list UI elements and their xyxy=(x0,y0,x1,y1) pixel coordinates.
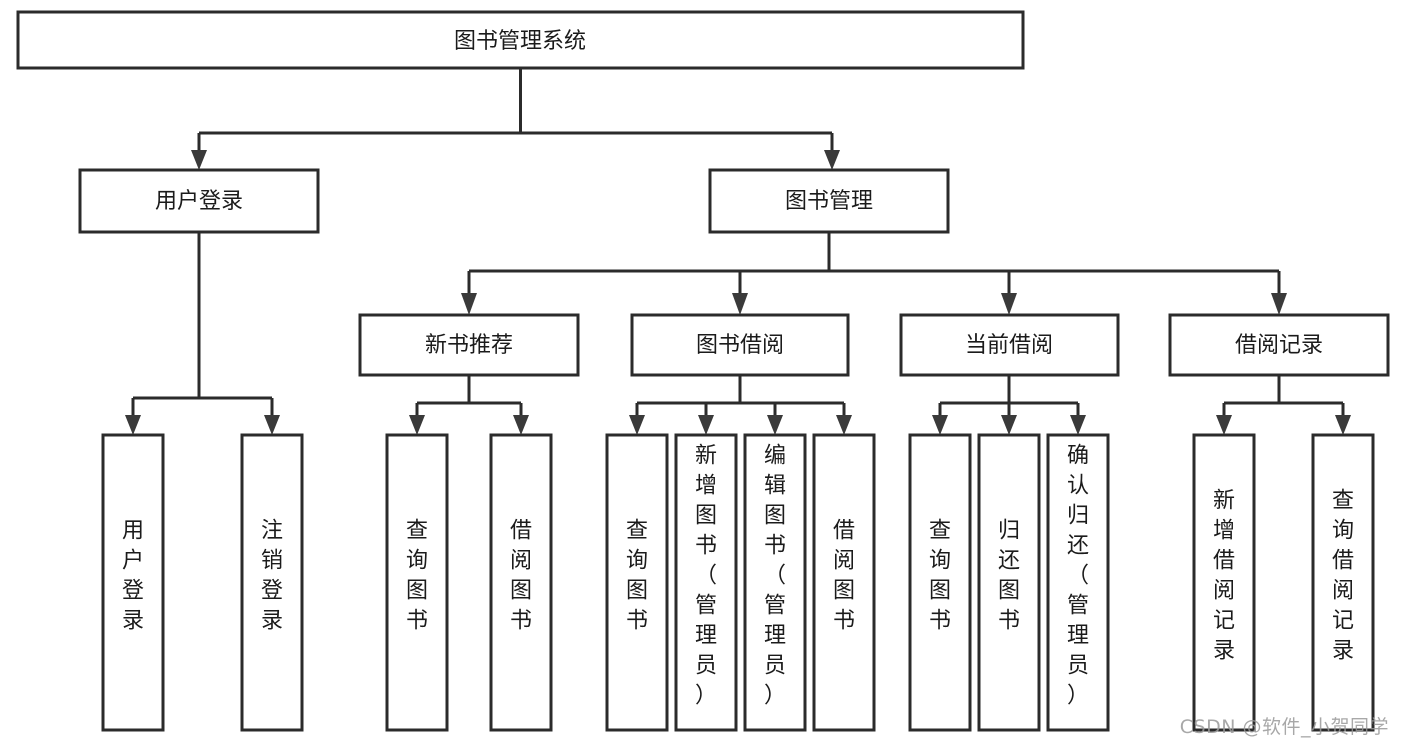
arrowhead-leaf-return-book xyxy=(1001,415,1017,435)
leaf-user-logout-label: 注销登录 xyxy=(261,519,283,634)
node-leaf-query-record[interactable]: 查询借阅记录 xyxy=(1311,433,1375,732)
leaf-borrow-book-2-box[interactable] xyxy=(812,433,876,732)
arrowhead-book-borrow xyxy=(732,293,748,315)
leaf-borrow-book-2-label: 借阅图书 xyxy=(833,519,855,634)
arrowhead-leaf-confirm-return xyxy=(1070,415,1086,435)
leaf-query-book-2-box[interactable] xyxy=(605,433,669,732)
leaf-borrow-book-1-label: 借阅图书 xyxy=(510,519,532,634)
leaf-add-book-label: 新增图书（管理员） xyxy=(695,444,717,709)
arrowhead-user-login xyxy=(191,150,207,170)
leaf-user-login-box[interactable] xyxy=(101,433,165,732)
connector-layer xyxy=(125,68,1351,435)
node-leaf-query-book-2[interactable]: 查询图书 xyxy=(605,433,669,732)
user-login-box[interactable] xyxy=(78,168,320,234)
node-leaf-edit-book[interactable]: 编辑图书（管理员） xyxy=(743,433,807,732)
arrowhead-leaf-query-book-1 xyxy=(409,415,425,435)
node-leaf-add-record[interactable]: 新增借阅记录 xyxy=(1192,433,1256,732)
arrowhead-leaf-borrow-book-2 xyxy=(836,415,852,435)
leaf-user-logout-box[interactable] xyxy=(240,433,304,732)
arrowhead-leaf-edit-book xyxy=(767,415,783,435)
arrowhead-leaf-add-book xyxy=(698,415,714,435)
leaf-query-book-3-box[interactable] xyxy=(908,433,972,732)
arrowhead-leaf-add-record xyxy=(1216,415,1232,435)
new-book-recommend-label: 新书推荐 xyxy=(425,333,513,358)
node-leaf-query-book-1[interactable]: 查询图书 xyxy=(385,433,449,732)
arrowhead-current-borrow xyxy=(1001,293,1017,315)
node-borrow-record[interactable]: 借阅记录 xyxy=(1168,313,1390,377)
user-login-label: 用户登录 xyxy=(155,189,243,214)
leaf-confirm-return-label: 确认归还（管理员） xyxy=(1067,444,1089,709)
leaf-add-book-box[interactable] xyxy=(674,433,738,732)
node-new-book-recommend[interactable]: 新书推荐 xyxy=(358,313,580,377)
leaf-query-book-1-box[interactable] xyxy=(385,433,449,732)
new-book-recommend-box[interactable] xyxy=(358,313,580,377)
leaf-confirm-return-box[interactable] xyxy=(1046,433,1110,732)
root-box[interactable] xyxy=(16,10,1025,70)
book-borrow-label: 图书借阅 xyxy=(696,333,784,358)
book-manage-label: 图书管理 xyxy=(785,189,873,214)
arrowhead-leaf-user-login xyxy=(125,415,141,435)
node-book-manage[interactable]: 图书管理 xyxy=(708,168,950,234)
book-borrow-box[interactable] xyxy=(630,313,850,377)
leaf-query-book-1-label: 查询图书 xyxy=(406,519,428,634)
leaf-query-book-2-label: 查询图书 xyxy=(626,519,648,634)
node-leaf-confirm-return[interactable]: 确认归还（管理员） xyxy=(1046,433,1110,732)
leaf-query-record-box[interactable] xyxy=(1311,433,1375,732)
arrowhead-leaf-query-record xyxy=(1335,415,1351,435)
arrowhead-leaf-user-logout xyxy=(264,415,280,435)
node-leaf-user-login[interactable]: 用户登录 xyxy=(101,433,165,732)
arrowhead-borrow-record xyxy=(1271,293,1287,315)
node-leaf-add-book[interactable]: 新增图书（管理员） xyxy=(674,433,738,732)
leaf-edit-book-box[interactable] xyxy=(743,433,807,732)
arrowhead-leaf-borrow-book-1 xyxy=(513,415,529,435)
borrow-record-box[interactable] xyxy=(1168,313,1390,377)
node-leaf-borrow-book-2[interactable]: 借阅图书 xyxy=(812,433,876,732)
current-borrow-label: 当前借阅 xyxy=(965,333,1053,358)
leaf-edit-book-label: 编辑图书（管理员） xyxy=(764,444,786,709)
node-leaf-borrow-book-1[interactable]: 借阅图书 xyxy=(489,433,553,732)
leaf-user-login-label: 用户登录 xyxy=(122,519,144,634)
leaf-add-record-label: 新增借阅记录 xyxy=(1213,489,1235,664)
leaf-return-book-box[interactable] xyxy=(977,433,1041,732)
node-leaf-query-book-3[interactable]: 查询图书 xyxy=(908,433,972,732)
node-root[interactable]: 图书管理系统 xyxy=(16,10,1025,70)
arrowhead-leaf-query-book-2 xyxy=(629,415,645,435)
arrowhead-book-manage xyxy=(824,150,840,170)
leaf-add-record-box[interactable] xyxy=(1192,433,1256,732)
leaf-return-book-label: 归还图书 xyxy=(998,519,1020,634)
node-user-login[interactable]: 用户登录 xyxy=(78,168,320,234)
book-manage-box[interactable] xyxy=(708,168,950,234)
root-label: 图书管理系统 xyxy=(454,29,586,54)
borrow-record-label: 借阅记录 xyxy=(1235,333,1323,358)
node-leaf-return-book[interactable]: 归还图书 xyxy=(977,433,1041,732)
leaf-borrow-book-1-box[interactable] xyxy=(489,433,553,732)
arrowhead-new-book-recommend xyxy=(461,293,477,315)
node-book-borrow[interactable]: 图书借阅 xyxy=(630,313,850,377)
arrowhead-leaf-query-book-3 xyxy=(932,415,948,435)
node-current-borrow[interactable]: 当前借阅 xyxy=(899,313,1120,377)
leaf-query-book-3-label: 查询图书 xyxy=(929,519,951,634)
leaf-query-record-label: 查询借阅记录 xyxy=(1332,489,1354,664)
current-borrow-box[interactable] xyxy=(899,313,1120,377)
node-leaf-user-logout[interactable]: 注销登录 xyxy=(240,433,304,732)
